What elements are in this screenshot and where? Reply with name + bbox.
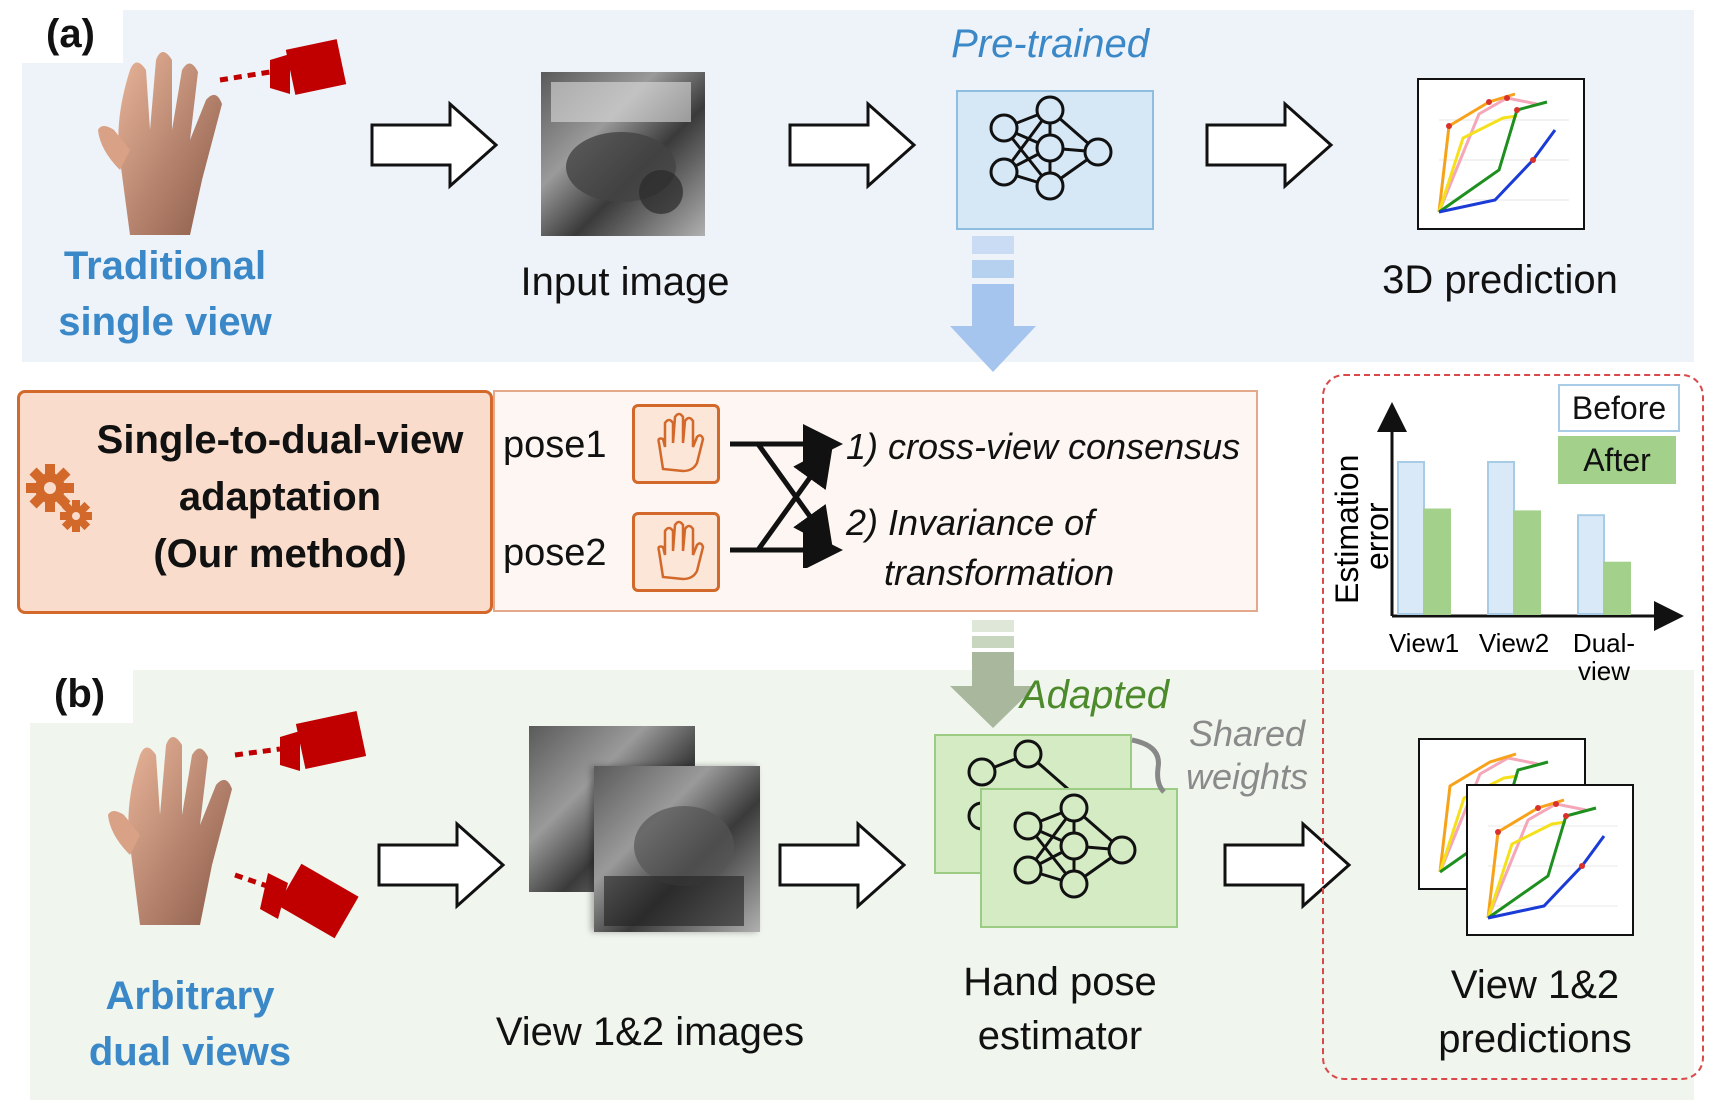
invariance-label-line1: 2) Invariance of <box>846 502 1095 543</box>
shared-weights-line1: Shared <box>1188 713 1306 754</box>
adaptation-box <box>493 390 1258 612</box>
input-image-label: Input image <box>520 260 730 304</box>
panel-b-label-line2: dual views <box>88 1030 292 1074</box>
estimator-label-line2: estimator <box>977 1014 1143 1058</box>
view2-image <box>594 766 760 932</box>
bar-before-view2 <box>1487 461 1515 615</box>
bar-after-view2 <box>1513 510 1541 615</box>
gears-icon <box>26 464 92 532</box>
pose1-label: pose1 <box>503 424 607 466</box>
panel-a-label-line2: single view <box>58 300 272 344</box>
arrow-down-icon <box>950 236 1036 372</box>
x-tick-label: view <box>1578 656 1630 686</box>
neural-network-icon <box>1013 793 1137 899</box>
arrow-right-icon <box>778 820 907 910</box>
3d-prediction-plot <box>1417 78 1585 230</box>
x-tick-label: Dual- <box>1573 628 1635 658</box>
y-axis-label-line1: Estimation <box>1329 455 1365 604</box>
neural-network-icon <box>989 95 1113 201</box>
arrow-right-icon <box>377 820 506 910</box>
invariance-label-line2: transformation <box>884 552 1115 593</box>
prediction-label: 3D prediction <box>1382 258 1618 302</box>
estimator-label-line1: Hand pose <box>963 960 1157 1004</box>
y-axis-label-line2: error <box>1359 502 1395 570</box>
panel-b-tag: (b) <box>30 670 134 723</box>
hand-dual-camera-icon <box>108 711 367 939</box>
panel-a-label-line1: Traditional <box>63 244 267 288</box>
x-tick-label: View2 <box>1479 628 1549 658</box>
shared-weights-line2: weights <box>1185 756 1309 798</box>
cross-arrows-icon <box>730 424 843 568</box>
method-title-line2: adaptation <box>178 474 382 519</box>
method-title-line1: Single-to-dual-view <box>96 418 464 462</box>
pose1-hand-icon <box>632 404 720 484</box>
hand-skeleton-icon <box>1486 798 1618 920</box>
estimation-error-chart: Estimation error View1 View2 Dual-view <box>1329 402 1684 686</box>
pretrained-network-box <box>956 90 1154 230</box>
pose2-hand-icon <box>632 512 720 592</box>
legend-after: After <box>1558 436 1676 484</box>
adapted-label: Adapted <box>1020 673 1170 717</box>
shared-weights-bracket-icon <box>1131 737 1166 794</box>
panel-a-tag: (a) <box>22 10 123 63</box>
predictions-label-line1: View 1&2 <box>1450 963 1620 1007</box>
method-box <box>17 390 493 614</box>
legend-before: Before <box>1558 384 1680 432</box>
arrow-down-icon <box>950 620 1036 728</box>
consensus-label: 1) cross-view consensus <box>846 426 1241 467</box>
x-tick-label: View1 <box>1389 628 1459 658</box>
pretrained-label: Pre-trained <box>951 22 1149 66</box>
arrow-right-icon <box>788 100 917 190</box>
arrow-right-icon <box>1205 100 1334 190</box>
view-images-label: View 1&2 images <box>495 1010 805 1054</box>
hand-camera-icon <box>98 39 347 235</box>
adapted-network-box-front <box>980 788 1178 928</box>
input-image <box>541 72 705 236</box>
hand-skeleton-icon <box>1437 92 1569 214</box>
arrow-right-icon <box>1223 820 1352 910</box>
bar-after-view1 <box>1423 508 1451 615</box>
predictions-label-line2: predictions <box>1438 1017 1632 1061</box>
method-title-line3: (Our method) <box>153 531 407 576</box>
bar-after-dual-view <box>1603 561 1631 615</box>
bar-before-dual-view <box>1577 514 1605 615</box>
bar-before-view1 <box>1397 461 1425 615</box>
view2-prediction-plot <box>1466 784 1634 936</box>
arrow-right-icon <box>370 100 499 190</box>
panel-b-label-line1: Arbitrary <box>105 974 275 1018</box>
pose2-label: pose2 <box>503 532 607 574</box>
results-dashed-frame <box>1322 374 1704 1080</box>
